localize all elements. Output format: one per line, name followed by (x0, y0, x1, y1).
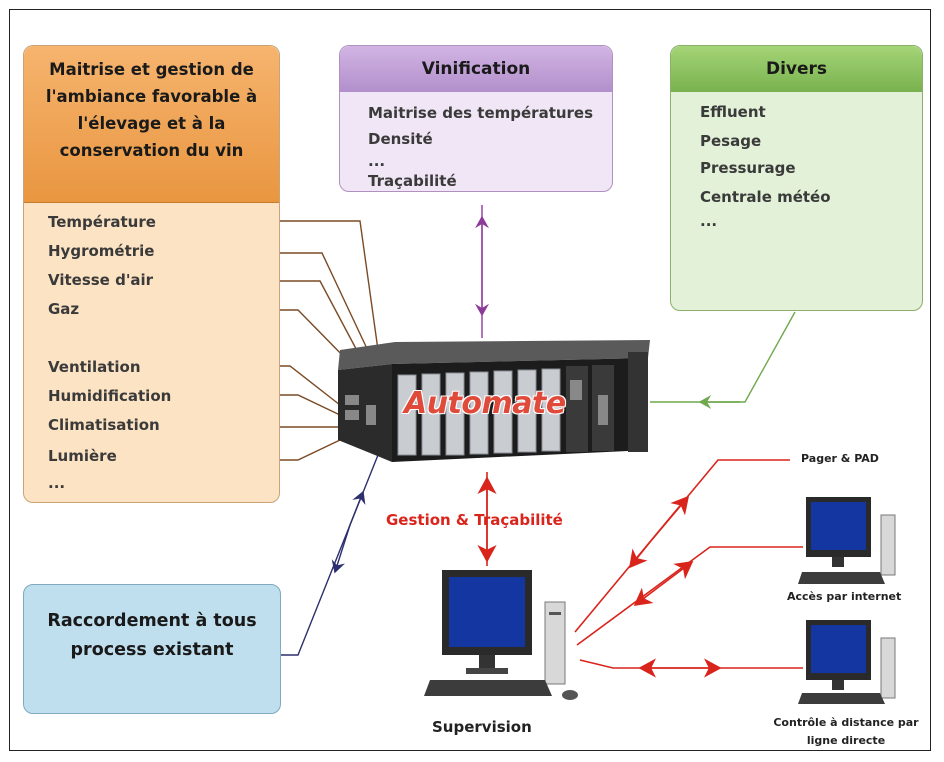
rack-top-face (338, 340, 650, 370)
pager-label: Pager & PAD (801, 452, 879, 465)
vinification-header: Vinification (340, 46, 612, 92)
gestion-label: Gestion & Traçabilité (386, 511, 563, 529)
ambiance-item-hygrometrie: Hygrométrie (48, 242, 155, 260)
rack-io-modules (397, 368, 561, 456)
ambiance-header: Maitrise et gestion de l'ambiance favora… (24, 46, 279, 203)
divers-header: Divers (671, 46, 922, 92)
divers-item-centrale-meteo: Centrale météo (700, 188, 831, 206)
vinification-title: Vinification (421, 59, 531, 79)
internet-monitor (806, 497, 871, 567)
distance-keyboard (798, 693, 885, 704)
divers-item-more: ... (700, 212, 718, 230)
raccordement-text: Raccordement à tous process existant (47, 611, 257, 660)
remote-links (574, 459, 803, 678)
rack-right-end (628, 352, 648, 452)
distance-monitor (806, 620, 871, 690)
divers-item-effluent: Effluent (700, 103, 766, 121)
supervision-tower (544, 601, 566, 685)
vinification-item-tracabilite: Traçabilité (368, 172, 457, 190)
ambiance-item-vitesse-air: Vitesse d'air (48, 271, 154, 289)
ambiance-item-lumiere: Lumière (48, 447, 117, 465)
internet-keyboard (798, 572, 885, 584)
supervision-keyboard (424, 680, 578, 700)
supervision-label: Supervision (432, 718, 532, 736)
rack-connectors (345, 380, 608, 425)
ambiance-item-more: ... (48, 474, 66, 492)
vinification-item-more: ... (368, 152, 386, 170)
vinification-item-densite: Densité (368, 130, 433, 148)
distance-tower (880, 637, 896, 699)
ambiance-item-temperature: Température (48, 213, 156, 231)
divers-item-pesage: Pesage (700, 132, 762, 150)
ambiance-item-humidification: Humidification (48, 387, 172, 405)
divers-box: Divers Effluent Pesage Pressurage Centra… (670, 45, 923, 311)
internet-label: Accès par internet (787, 590, 902, 603)
internet-tower (880, 514, 896, 576)
rack-left-face (338, 364, 392, 462)
divers-link (650, 311, 796, 409)
ambiance-item-climatisation: Climatisation (48, 416, 160, 434)
ambiance-item-gaz: Gaz (48, 300, 80, 318)
ambiance-item-ventilation: Ventilation (48, 358, 141, 376)
automate-label: Automate (404, 386, 566, 421)
vinification-item-temperatures: Maitrise des températures (368, 104, 594, 122)
ambiance-title: Maitrise et gestion de l'ambiance favora… (45, 60, 258, 160)
supervision-monitor (442, 570, 532, 674)
raccordement-box: Raccordement à tous process existant (23, 584, 281, 714)
divers-item-pressurage: Pressurage (700, 159, 796, 177)
vinification-box: Vinification Maitrise des températures D… (339, 45, 613, 192)
distance-label: Contrôle à distance par ligne directe (773, 716, 919, 747)
ambiance-box: Maitrise et gestion de l'ambiance favora… (23, 45, 280, 503)
divers-title: Divers (765, 59, 828, 79)
raccordement-link (281, 454, 379, 656)
